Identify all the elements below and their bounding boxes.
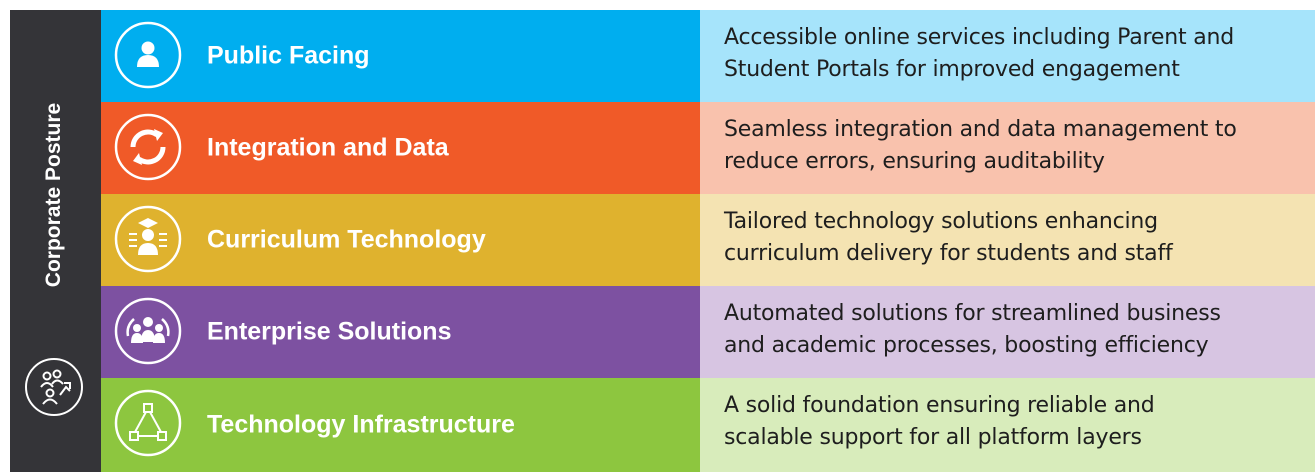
- layer-title: Enterprise Solutions: [207, 317, 452, 346]
- layer-band: Curriculum Technology: [101, 194, 700, 286]
- layer-description: Automated solutions for streamlined busi…: [700, 286, 1315, 378]
- layer-curriculum-technology: Curriculum Technology Tailored technolog…: [101, 194, 1315, 286]
- layer-band: Public Facing: [101, 10, 700, 102]
- layer-title: Curriculum Technology: [207, 225, 486, 254]
- layer-public-facing: Public Facing Accessible online services…: [101, 10, 1315, 102]
- layer-description: Accessible online services including Par…: [700, 10, 1315, 102]
- corporate-posture-title: Corporate Posture: [42, 102, 65, 288]
- people-network-icon: [25, 358, 83, 416]
- layer-title: Public Facing: [207, 41, 370, 70]
- layer-description: A solid foundation ensuring reliable and…: [700, 378, 1315, 472]
- layer-band: Integration and Data: [101, 102, 700, 194]
- layer-description: Seamless integration and data management…: [700, 102, 1315, 194]
- group-icon: [114, 297, 182, 365]
- network-nodes-icon: [114, 389, 182, 457]
- layer-integration-and-data: Integration and Data Seamless integratio…: [101, 102, 1315, 194]
- layer-title: Integration and Data: [207, 133, 449, 162]
- corporate-posture-bar: Corporate Posture: [10, 10, 101, 472]
- layer-band: Enterprise Solutions: [101, 286, 700, 378]
- layer-description: Tailored technology solutions enhancing …: [700, 194, 1315, 286]
- layer-title: Technology Infrastructure: [207, 410, 515, 439]
- layer-technology-infrastructure: Technology Infrastructure A solid founda…: [101, 378, 1315, 472]
- layer-band: Technology Infrastructure: [101, 378, 700, 472]
- graduate-icon: [114, 205, 182, 273]
- layer-enterprise-solutions: Enterprise Solutions Automated solutions…: [101, 286, 1315, 378]
- person-icon: [114, 21, 182, 89]
- sync-arrows-icon: [114, 113, 182, 181]
